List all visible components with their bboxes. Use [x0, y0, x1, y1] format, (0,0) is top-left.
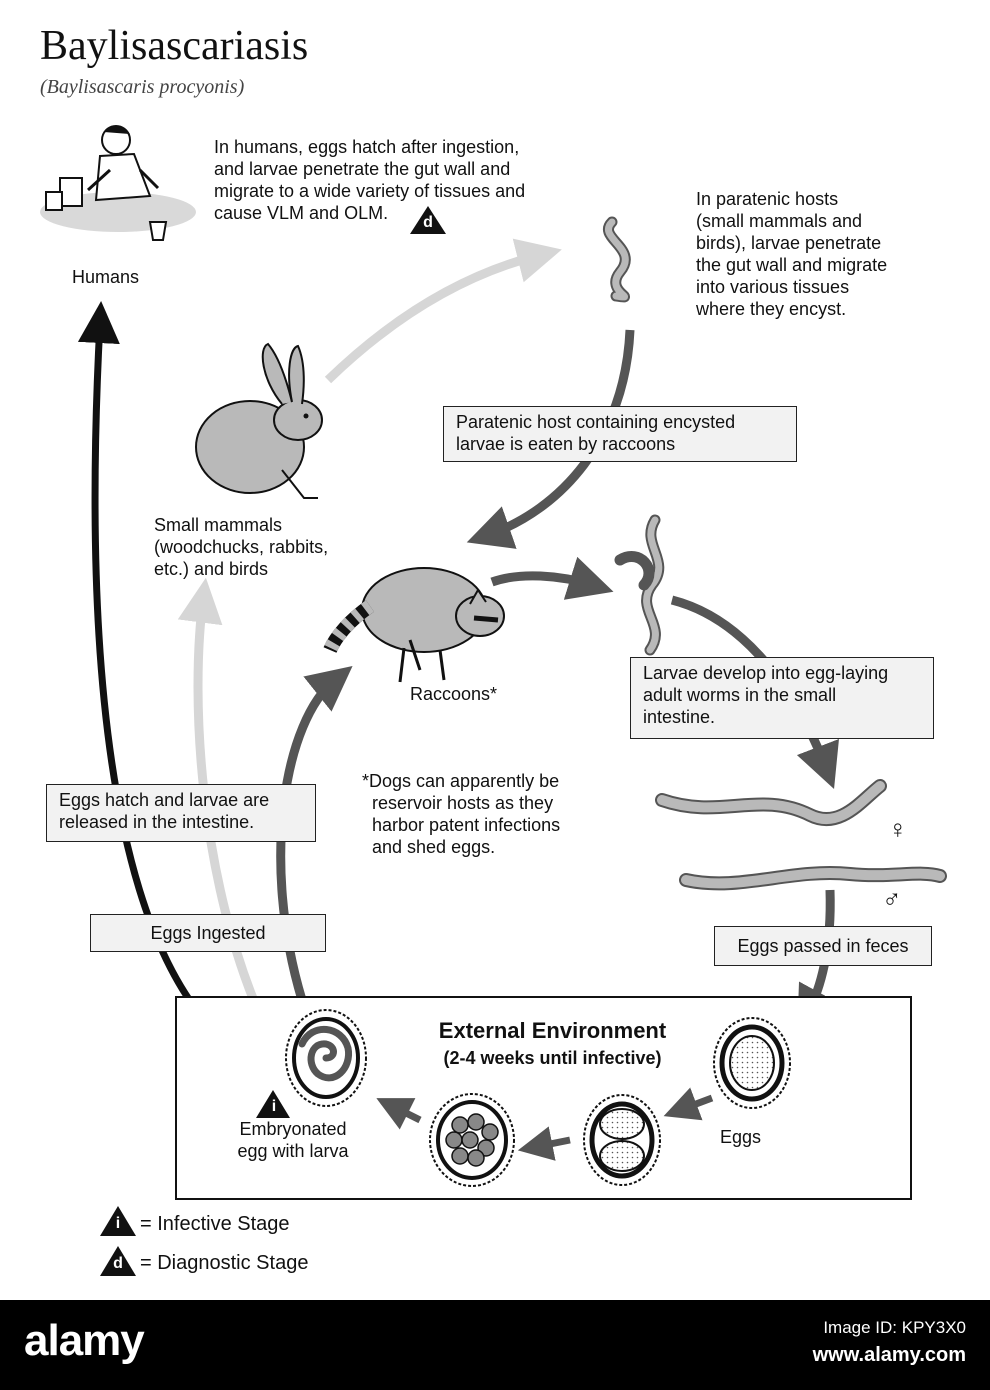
eggs-hatch-box: Eggs hatch and larvae are released in th… — [46, 784, 316, 842]
raccoons-label: Raccoons* — [410, 684, 498, 704]
alamy-logo: alamy — [24, 1316, 145, 1365]
female-symbol: ♀ — [888, 814, 908, 844]
paratenic-host-box: Paratenic host containing encysted larva… — [443, 406, 797, 462]
legend-infective-triangle — [100, 1206, 136, 1236]
paratenic-larva — [603, 216, 631, 303]
larva-in-raccoon — [614, 514, 665, 656]
humans-label: Humans — [72, 267, 140, 287]
environment-title: External Environment — [438, 1018, 667, 1043]
eggs-passed-box: Eggs passed in feces — [714, 926, 932, 966]
egg-morula — [429, 1093, 515, 1187]
arrow-rabbit-to-larva — [324, 238, 562, 384]
legend-infective-text: = Infective Stage — [140, 1213, 290, 1235]
page-title: Baylisascariasis — [40, 23, 309, 69]
diagnostic-letter: d — [423, 214, 433, 231]
arrow-egg3-to-egg4 — [376, 1098, 422, 1130]
image-id: Image ID: KPY3X0 — [823, 1318, 966, 1337]
paratenic-description: In paratenic hosts (small mammals and bi… — [696, 189, 888, 319]
infective-stage-triangle — [256, 1090, 290, 1118]
legend-infective-letter: i — [115, 1215, 121, 1232]
legend-diagnostic-letter: d — [113, 1255, 123, 1272]
female-worm — [655, 779, 887, 827]
eggs-ingested-box: Eggs Ingested — [90, 914, 326, 952]
eggs-label: Eggs — [720, 1127, 762, 1147]
legend-diagnostic-triangle — [100, 1246, 136, 1276]
arrow-egg1-to-egg2 — [663, 1087, 714, 1121]
arrow-larva-to-raccoon — [466, 329, 635, 549]
external-environment-box — [175, 996, 912, 1200]
footer-bar — [0, 1300, 990, 1390]
infective-letter: i — [271, 1098, 277, 1115]
rabbit — [195, 342, 323, 499]
raccoon — [323, 567, 505, 683]
arrow-egg2-to-egg3 — [517, 1126, 571, 1161]
embryonated-egg-label: Embryonated egg with larva — [237, 1119, 349, 1161]
page-subtitle: (Baylisascaris procyonis) — [40, 76, 245, 98]
environment-subtitle: (2-4 weeks until infective) — [443, 1048, 662, 1068]
egg-two-cell — [583, 1094, 661, 1186]
arrow-raccoon-to-larva — [490, 556, 614, 600]
male-symbol: ♂ — [882, 884, 902, 914]
small-mammals-label: Small mammals (woodchucks, rabbits, etc.… — [154, 515, 329, 579]
legend-diagnostic-text: = Diagnostic Stage — [140, 1252, 309, 1274]
diagnostic-stage-triangle — [410, 206, 446, 234]
egg-embryonated — [285, 1009, 367, 1107]
human-child-illustration — [40, 125, 196, 241]
egg-unembryonated — [713, 1017, 791, 1109]
male-worm — [679, 866, 947, 891]
humans-description: In humans, eggs hatch after ingestion, a… — [214, 137, 526, 223]
larvae-develop-box: Larvae develop into egg-laying adult wor… — [630, 657, 934, 739]
footer-url: www.alamy.com — [812, 1344, 966, 1366]
dogs-note: *Dogs can apparently be reservoir hosts … — [362, 771, 561, 857]
